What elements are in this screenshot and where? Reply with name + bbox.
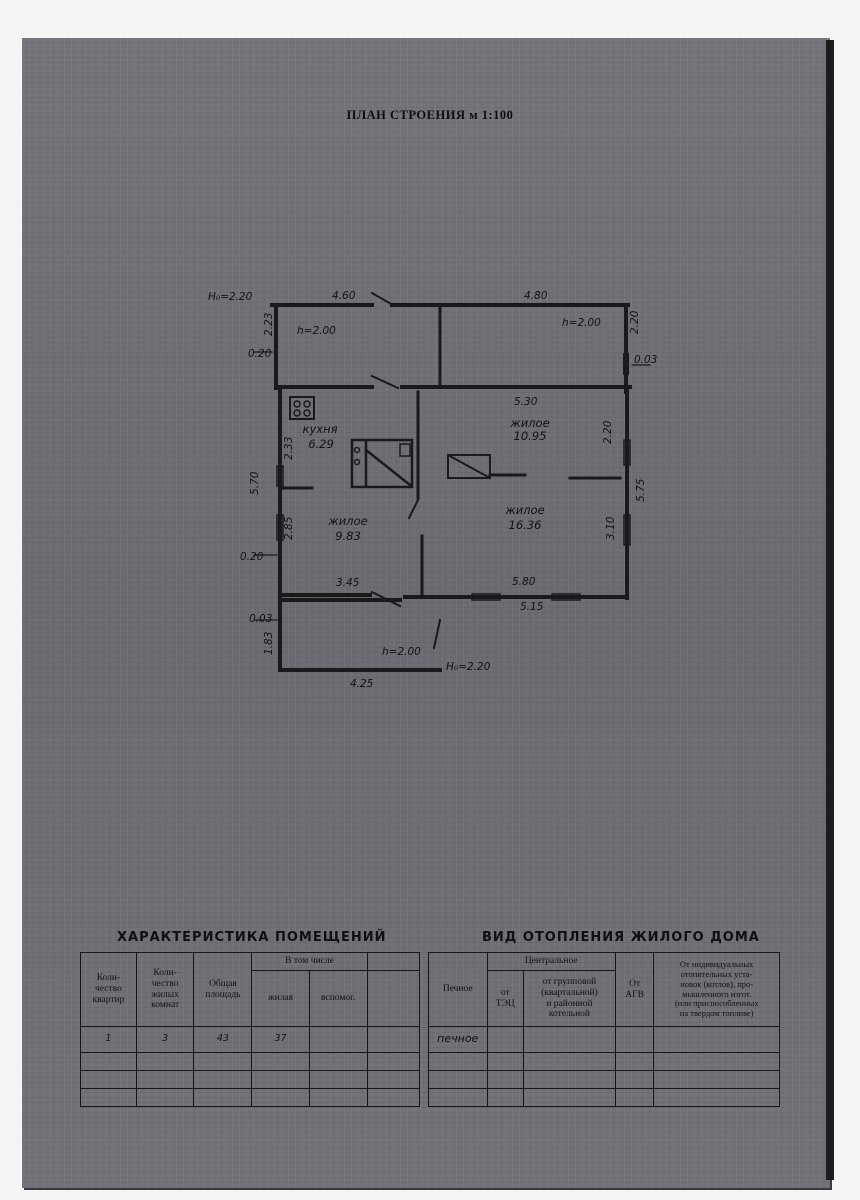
value-aux-area bbox=[308, 1026, 368, 1053]
door-center bbox=[407, 498, 420, 520]
heating-table: Печное Центральное От АГВ От индивидуаль… bbox=[428, 952, 780, 1107]
header-blank-2 bbox=[366, 970, 421, 1027]
dimension-ticks bbox=[253, 351, 651, 621]
window-east-2 bbox=[623, 514, 631, 546]
living1-area: 10.95 bbox=[513, 429, 547, 443]
ceiling-height-3: h=2.00 bbox=[382, 646, 421, 658]
header-agv: От АГВ bbox=[614, 952, 655, 1027]
dim-4-25: 4.25 bbox=[350, 678, 374, 690]
wall-main-south bbox=[278, 593, 629, 599]
dim-2-20-mid: 2.20 bbox=[602, 420, 614, 444]
window-west-1 bbox=[276, 465, 284, 487]
dim-0-03-b: 0.03 bbox=[249, 613, 273, 625]
header-rooms: Коли- чество жилых комнат bbox=[135, 952, 195, 1027]
dim-2-23: 2.23 bbox=[263, 312, 275, 336]
kitchen-name: кухня bbox=[302, 422, 338, 436]
living2-name: жилое bbox=[505, 503, 545, 517]
door-south bbox=[370, 590, 402, 608]
header-blank bbox=[366, 952, 421, 971]
header-living: жилая bbox=[251, 970, 310, 1027]
dim-4-60: 4.60 bbox=[332, 290, 356, 302]
door-porch bbox=[432, 618, 442, 650]
dim-5-80: 5.80 bbox=[512, 576, 536, 588]
living2-area: 16.36 bbox=[508, 518, 542, 532]
value-total-area: 43 bbox=[193, 1026, 253, 1053]
dim-3-10: 3.10 bbox=[605, 516, 617, 540]
ceiling-height-2: h=2.00 bbox=[562, 317, 601, 329]
header-individual: От индивидуальных отопительных уста- нов… bbox=[653, 952, 780, 1027]
header-central: Центральное bbox=[486, 952, 616, 971]
header-tec: от ТЭЦ bbox=[486, 970, 524, 1027]
header-including: В том числе bbox=[251, 952, 368, 971]
dim-0-20-b: 0.20 bbox=[240, 551, 264, 563]
furnace bbox=[350, 438, 414, 489]
dim-2-85: 2.85 bbox=[283, 516, 295, 540]
header-apartments: Коли- чество квартир bbox=[80, 952, 137, 1027]
door-north bbox=[370, 291, 395, 307]
wall-porch bbox=[278, 596, 442, 672]
header-stove: Печное bbox=[428, 952, 488, 1027]
dim-0-20-a: 0.20 bbox=[248, 348, 272, 360]
living3-area: 9.83 bbox=[335, 529, 361, 543]
wall-center bbox=[416, 390, 424, 597]
window-east-1 bbox=[623, 439, 631, 466]
plan-title: ПЛАН СТРОЕНИЯ м 1:100 bbox=[346, 108, 514, 122]
header-total-area: Общая площадь bbox=[193, 952, 253, 1027]
heating-section-title: ВИД ОТОПЛЕНИЯ ЖИЛОГО ДОМА bbox=[482, 930, 760, 945]
value-rooms: 3 bbox=[135, 1026, 195, 1053]
living3-name: жилое bbox=[328, 514, 368, 528]
sheet-edge bbox=[826, 40, 834, 1180]
window-south-1 bbox=[471, 593, 501, 601]
value-living-area: 37 bbox=[251, 1026, 310, 1053]
dim-5-15: 5.15 bbox=[520, 601, 544, 613]
dim-5-30: 5.30 bbox=[514, 396, 538, 408]
dim-5-75: 5.75 bbox=[635, 478, 647, 502]
door-veranda bbox=[370, 374, 400, 390]
value-blank bbox=[366, 1026, 421, 1053]
ceiling-height-1: h=2.00 bbox=[297, 325, 336, 337]
dim-5-70: 5.70 bbox=[249, 471, 261, 495]
wall-living-divider bbox=[488, 473, 622, 480]
rooms-section-title: ХАРАКТЕРИСТИКА ПОМЕЩЕНИЙ bbox=[117, 930, 387, 945]
header-aux: вспомог. bbox=[308, 970, 368, 1027]
dim-2-33: 2.33 bbox=[283, 436, 295, 460]
floor-height-top: H₀=2.20 bbox=[208, 291, 253, 303]
dim-1-83: 1.83 bbox=[263, 631, 275, 655]
dim-2-20-right: 2.20 bbox=[629, 310, 641, 334]
dim-4-80: 4.80 bbox=[524, 290, 548, 302]
window-west-2 bbox=[276, 514, 284, 541]
header-group: от групповой (квартальной) и районной ко… bbox=[523, 970, 616, 1027]
living1-name: жилое bbox=[510, 416, 550, 430]
stove-burners bbox=[289, 396, 315, 420]
floor-plan bbox=[253, 291, 651, 672]
rooms-table: Коли- чество квартир Коли- чество жилых … bbox=[80, 952, 421, 1107]
value-stove: печное bbox=[428, 1026, 488, 1053]
kitchen-area: 6.29 bbox=[308, 437, 334, 451]
floor-height-bottom: H₀=2.20 bbox=[446, 661, 491, 673]
dim-3-45: 3.45 bbox=[336, 577, 360, 589]
value-apartments: 1 bbox=[80, 1026, 137, 1053]
dim-0-03-right: 0.03 bbox=[634, 354, 658, 366]
window-south-2 bbox=[551, 593, 581, 601]
living-stove bbox=[446, 453, 492, 480]
